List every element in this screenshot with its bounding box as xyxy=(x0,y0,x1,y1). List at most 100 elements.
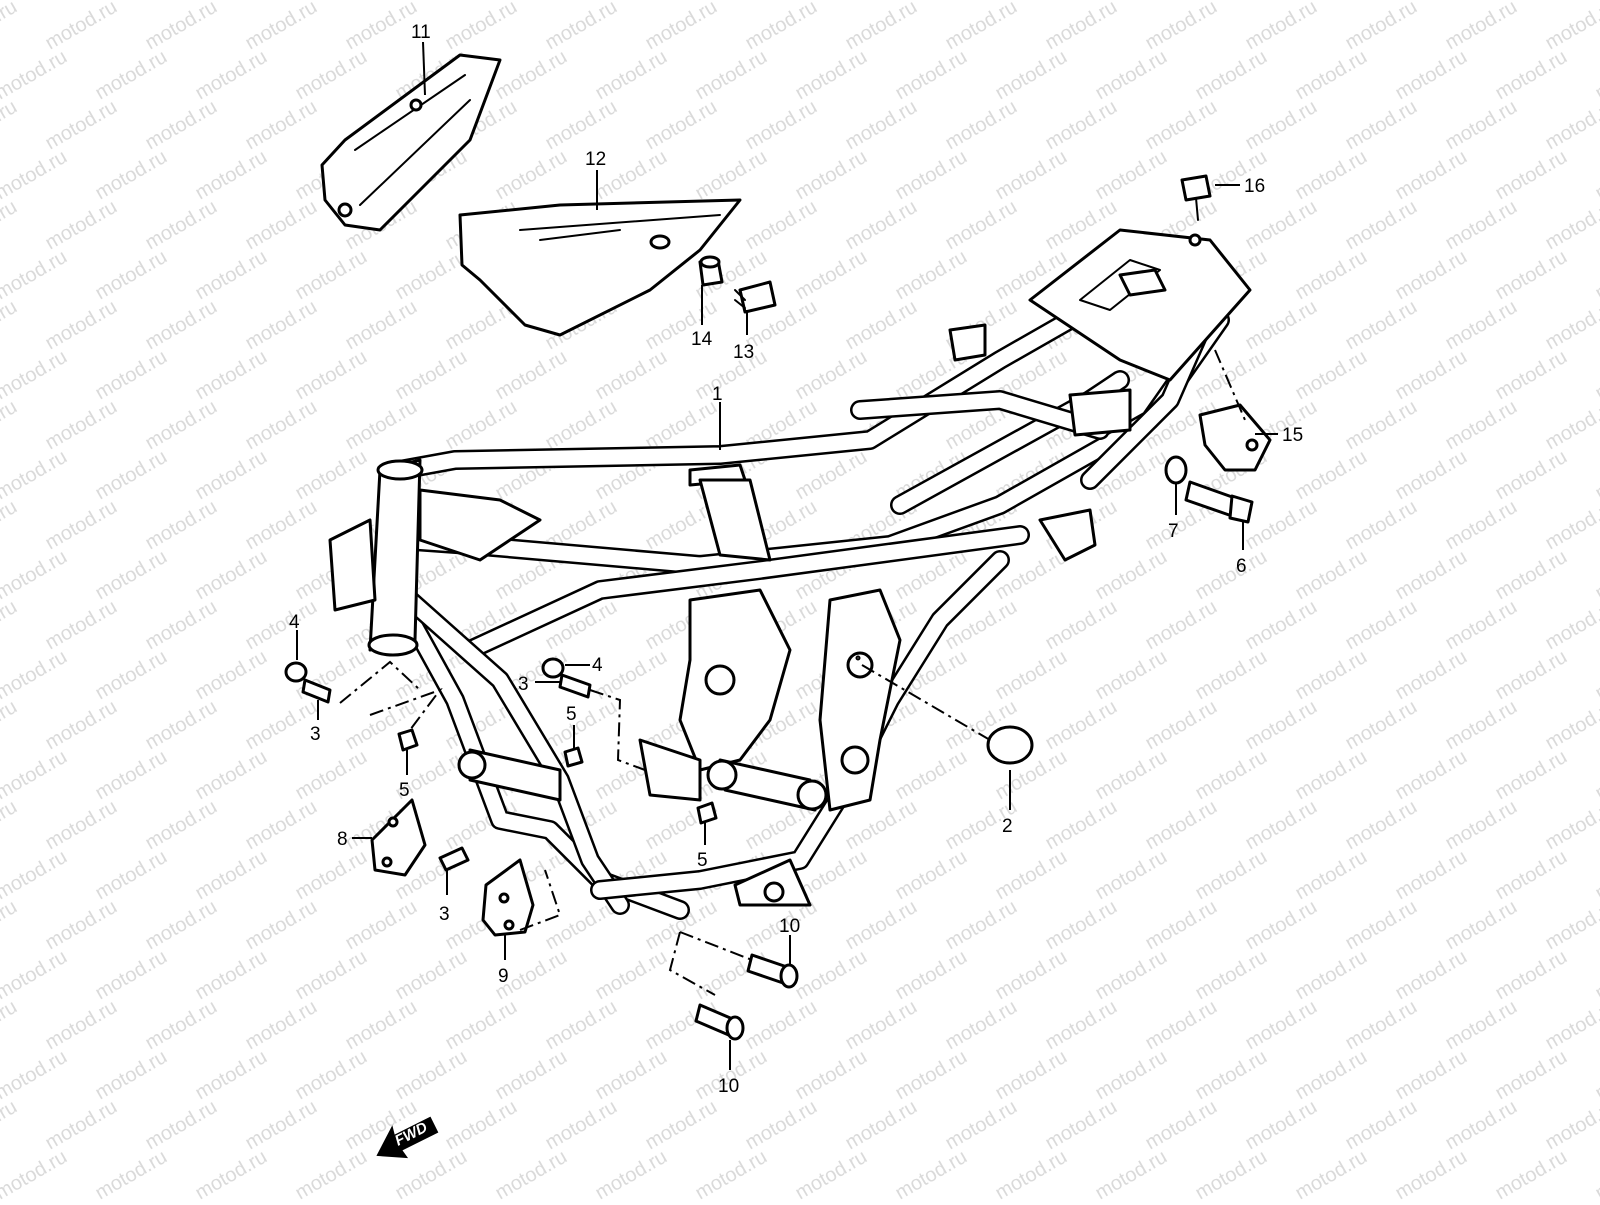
watermark-text: motod.ru xyxy=(0,246,71,305)
watermark-text: motod.ru xyxy=(1592,846,1600,905)
watermark-text: motod.ru xyxy=(192,246,271,305)
watermark-text: motod.ru xyxy=(1492,746,1571,805)
watermark-text: motod.ru xyxy=(1542,196,1600,255)
watermark-text: motod.ru xyxy=(1492,246,1571,305)
watermark-text: motod.ru xyxy=(692,46,771,105)
watermark-text: motod.ru xyxy=(1142,0,1221,54)
watermark-text: motod.ru xyxy=(592,346,671,405)
watermark-text: motod.ru xyxy=(1442,496,1521,555)
watermark-text: motod.ru xyxy=(1492,146,1571,205)
watermark-text: motod.ru xyxy=(992,146,1071,205)
watermark-text: motod.ru xyxy=(92,446,171,505)
watermark-text: motod.ru xyxy=(1242,196,1321,255)
watermark-text: motod.ru xyxy=(892,746,971,805)
watermark-text: motod.ru xyxy=(342,396,421,455)
watermark-text: motod.ru xyxy=(542,1096,621,1155)
watermark-text: motod.ru xyxy=(242,896,321,955)
watermark-text: motod.ru xyxy=(1242,1096,1321,1155)
watermark-text: motod.ru xyxy=(0,846,71,905)
watermark-text: motod.ru xyxy=(1392,146,1471,205)
watermark-text: motod.ru xyxy=(0,996,21,1055)
watermark-text: motod.ru xyxy=(92,1046,171,1105)
head-stock-top xyxy=(378,461,422,479)
watermark-text: motod.ru xyxy=(192,446,271,505)
watermark-text: motod.ru xyxy=(192,1146,271,1200)
watermark-text: motod.ru xyxy=(0,0,21,54)
watermark-text: motod.ru xyxy=(1342,1096,1421,1155)
watermark-text: motod.ru xyxy=(1442,96,1521,155)
watermark-text: motod.ru xyxy=(1542,996,1600,1055)
watermark-text: motod.ru xyxy=(1392,46,1471,105)
watermark-text: motod.ru xyxy=(192,346,271,405)
watermark-text: motod.ru xyxy=(0,146,71,205)
watermark-text: motod.ru xyxy=(1442,196,1521,255)
watermark-text: motod.ru xyxy=(142,896,221,955)
watermark-text: motod.ru xyxy=(1092,1046,1171,1105)
watermark-text: motod.ru xyxy=(1342,996,1421,1055)
watermark-text: motod.ru xyxy=(1592,946,1600,1005)
watermark-text: motod.ru xyxy=(1392,546,1471,605)
nut-5-left xyxy=(399,730,417,750)
watermark-text: motod.ru xyxy=(1192,546,1271,605)
watermark-text: motod.ru xyxy=(792,1046,871,1105)
frame-rear-plate-hole xyxy=(842,747,868,773)
watermark-text: motod.ru xyxy=(1042,96,1121,155)
watermark-text: motod.ru xyxy=(492,1146,571,1200)
watermark-text: motod.ru xyxy=(1042,1096,1121,1155)
watermark-text: motod.ru xyxy=(1342,96,1421,155)
watermark-text: motod.ru xyxy=(842,0,921,54)
watermark-text: motod.ru xyxy=(1042,0,1121,54)
watermark-text: motod.ru xyxy=(242,0,321,54)
watermark-text: motod.ru xyxy=(142,196,221,255)
watermark-text: motod.ru xyxy=(0,46,71,105)
watermark-text: motod.ru xyxy=(542,396,621,455)
watermark-text: motod.ru xyxy=(1592,546,1600,605)
watermark-text: motod.ru xyxy=(192,146,271,205)
watermark-text: motod.ru xyxy=(742,996,821,1055)
watermark-text: motod.ru xyxy=(942,96,1021,155)
watermark-text: motod.ru xyxy=(842,996,921,1055)
watermark-text: motod.ru xyxy=(992,1146,1071,1200)
watermark-text: motod.ru xyxy=(192,946,271,1005)
watermark-text: motod.ru xyxy=(1092,546,1171,605)
watermark-text: motod.ru xyxy=(842,896,921,955)
watermark-text: motod.ru xyxy=(892,1046,971,1105)
watermark-text: motod.ru xyxy=(542,996,621,1055)
watermark-text: motod.ru xyxy=(1592,746,1600,805)
watermark-text: motod.ru xyxy=(1492,546,1571,605)
watermark-text: motod.ru xyxy=(1292,1146,1371,1200)
watermark-text: motod.ru xyxy=(0,96,21,155)
callout-11: 11 xyxy=(411,22,431,43)
watermark-text: motod.ru xyxy=(1542,396,1600,455)
watermark-text: motod.ru xyxy=(1242,996,1321,1055)
bracket-15 xyxy=(1200,405,1270,470)
watermark-text: motod.ru xyxy=(1442,396,1521,455)
watermark-text: motod.ru xyxy=(142,496,221,555)
watermark-text: motod.ru xyxy=(1442,296,1521,355)
watermark-text: motod.ru xyxy=(42,596,121,655)
watermark-text: motod.ru xyxy=(592,1046,671,1105)
watermark-text: motod.ru xyxy=(1142,796,1221,855)
watermark-text: motod.ru xyxy=(1292,546,1371,605)
callout-5-lower: 5 xyxy=(697,850,708,871)
watermark-text: motod.ru xyxy=(0,346,71,405)
watermark-text: motod.ru xyxy=(1542,1096,1600,1155)
watermark-text: motod.ru xyxy=(1392,946,1471,1005)
watermark-text: motod.ru xyxy=(1042,696,1121,755)
watermark-text: motod.ru xyxy=(942,0,1021,54)
watermark-text: motod.ru xyxy=(192,1046,271,1105)
watermark-text: motod.ru xyxy=(392,946,471,1005)
watermark-text: motod.ru xyxy=(1192,46,1271,105)
watermark-text: motod.ru xyxy=(242,196,321,255)
bolt-16 xyxy=(1182,176,1210,200)
watermark-text: motod.ru xyxy=(1192,946,1271,1005)
watermark-text: motod.ru xyxy=(892,1146,971,1200)
watermark-text: motod.ru xyxy=(142,596,221,655)
watermark-text: motod.ru xyxy=(892,46,971,105)
watermark-text: motod.ru xyxy=(1592,1046,1600,1105)
watermark-text: motod.ru xyxy=(0,1046,71,1105)
collar-7 xyxy=(1166,457,1186,483)
watermark-text: motod.ru xyxy=(792,46,871,105)
watermark-text: motod.ru xyxy=(1092,146,1171,205)
watermark-text: motod.ru xyxy=(792,346,871,405)
